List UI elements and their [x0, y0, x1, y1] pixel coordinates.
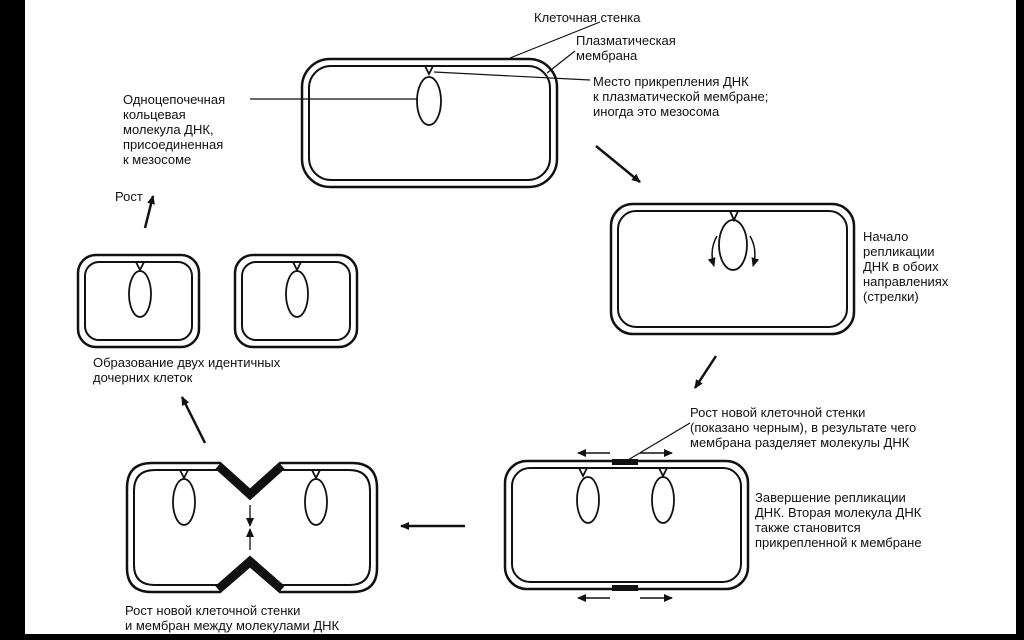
label-attachment-site: Место прикрепления ДНК к плазматической …: [593, 74, 769, 119]
flow-arrow: [595, 145, 641, 183]
cell-constricting: [125, 461, 379, 594]
label-wall-between: Рост новой клеточной стенки и мембран ме…: [125, 603, 340, 633]
dna-molecule: [285, 270, 309, 318]
flow-arrow: [693, 355, 718, 389]
cell-replication-start: [609, 202, 856, 336]
dna-molecule: [128, 270, 152, 318]
label-replication-start: Начало репликации ДНК в обоих направлени…: [863, 229, 949, 304]
daughter-cell-right: [233, 253, 359, 349]
dna-molecule: [576, 476, 600, 524]
dna-molecule: [304, 478, 328, 526]
leader-lines: [250, 21, 691, 461]
new-wall-segment: [215, 555, 285, 593]
dna-molecule: [416, 76, 442, 126]
flow-arrow: [180, 396, 207, 444]
daughter-cell-left: [76, 253, 201, 349]
cell-replication-end: [503, 449, 750, 602]
new-wall-segment: [612, 459, 638, 465]
dna-molecule: [651, 476, 675, 524]
dna-molecule: [172, 478, 196, 526]
new-wall-segment: [612, 585, 638, 591]
dna-molecule: [718, 219, 748, 271]
label-circular-dna: Одноцепочечная кольцевая молекула ДНК, п…: [123, 92, 226, 167]
cell-initial: [300, 57, 559, 189]
label-cell-wall: Клеточная стенка: [534, 10, 641, 25]
label-replication-end: Завершение репликации ДНК. Вторая молеку…: [755, 490, 922, 550]
label-new-wall-growth: Рост новой клеточной стенки (показано че…: [690, 405, 917, 450]
flow-arrows: [143, 145, 718, 530]
new-wall-segment: [215, 462, 285, 500]
label-two-daughters: Образование двух идентичных дочерних кле…: [93, 355, 281, 385]
page-background: [25, 0, 1016, 634]
flow-arrow: [143, 195, 155, 229]
label-plasma-membrane: Плазматическая мембрана: [576, 33, 676, 63]
label-growth: Рост: [115, 189, 143, 204]
